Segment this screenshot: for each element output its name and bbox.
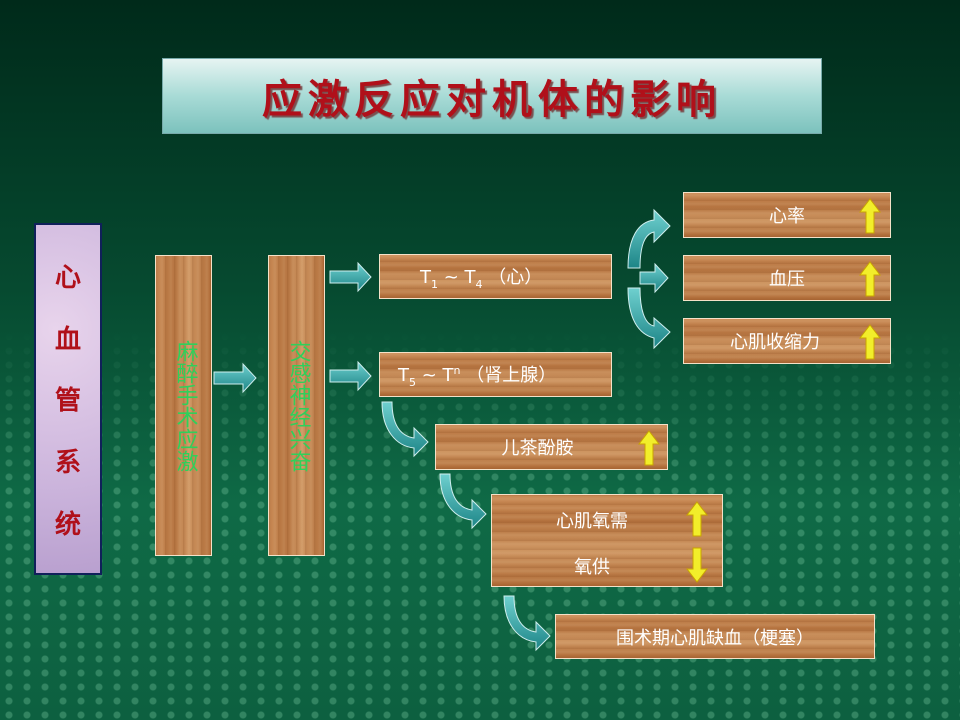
slide-title: 应激反应对机体的影响 (162, 58, 822, 134)
node-t5-tn-label: T5 ~ Tn （肾上腺） (398, 363, 557, 389)
catecholamine-label: 儿茶酚胺 (501, 438, 574, 459)
side-char: 血 (54, 324, 81, 355)
heart-rate-label: 心率 (769, 206, 805, 227)
curved-arrow-down-right-icon (381, 401, 429, 458)
box-sympathetic-excitation: 交感神经兴奋 (268, 255, 325, 556)
box-sympathetic-text: 交感神经兴奋 (285, 339, 311, 472)
node-t1-t4-label: T1 ~ T4 （心） (420, 266, 543, 291)
arrow-down-icon (686, 547, 708, 583)
contractility-label: 心肌收缩力 (730, 332, 820, 353)
arrow-right-icon (329, 261, 372, 293)
o2-demand-label: 心肌氧需 (556, 511, 628, 532)
box-anesthesia-surgery-stress: 麻醉手术应激 (155, 255, 212, 556)
box-anesthesia-text: 麻醉手术应激 (172, 339, 198, 472)
node-t1-t4-heart: T1 ~ T4 （心） (379, 254, 612, 299)
arrow-up-icon (859, 324, 881, 360)
node-oxygen-balance: 心肌氧需 氧供 (491, 494, 723, 587)
blood-pressure-label: 血压 (769, 269, 805, 290)
arrow-up-icon (859, 261, 881, 297)
ischemia-label: 围术期心肌缺血（梗塞） (616, 627, 814, 649)
arrow-up-icon (686, 501, 708, 537)
curved-arrow-down-right-icon (439, 473, 487, 530)
curved-arrow-down-right-icon (627, 287, 671, 350)
side-char: 心 (54, 263, 81, 294)
node-heart-rate: 心率 (683, 192, 891, 238)
o2-supply-label: 氧供 (574, 557, 610, 578)
node-catecholamine: 儿茶酚胺 (435, 424, 668, 470)
node-perioperative-ischemia: 围术期心肌缺血（梗塞） (555, 614, 875, 659)
arrow-up-icon (859, 198, 881, 234)
node-blood-pressure: 血压 (683, 255, 891, 301)
arrow-right-icon (329, 360, 372, 392)
curved-arrow-up-right-icon (627, 208, 671, 269)
arrow-right-icon (639, 262, 669, 294)
side-char: 系 (54, 448, 81, 479)
side-char: 管 (54, 386, 81, 417)
side-char: 统 (54, 509, 81, 540)
curved-arrow-down-right-icon (503, 595, 551, 652)
arrow-up-icon (638, 430, 660, 466)
side-label-cardiovascular-system: 心 血 管 系 统 (34, 223, 102, 575)
node-t5-tn-adrenal: T5 ~ Tn （肾上腺） (379, 352, 612, 397)
node-contractility: 心肌收缩力 (683, 318, 891, 364)
arrow-right-icon (213, 362, 257, 394)
